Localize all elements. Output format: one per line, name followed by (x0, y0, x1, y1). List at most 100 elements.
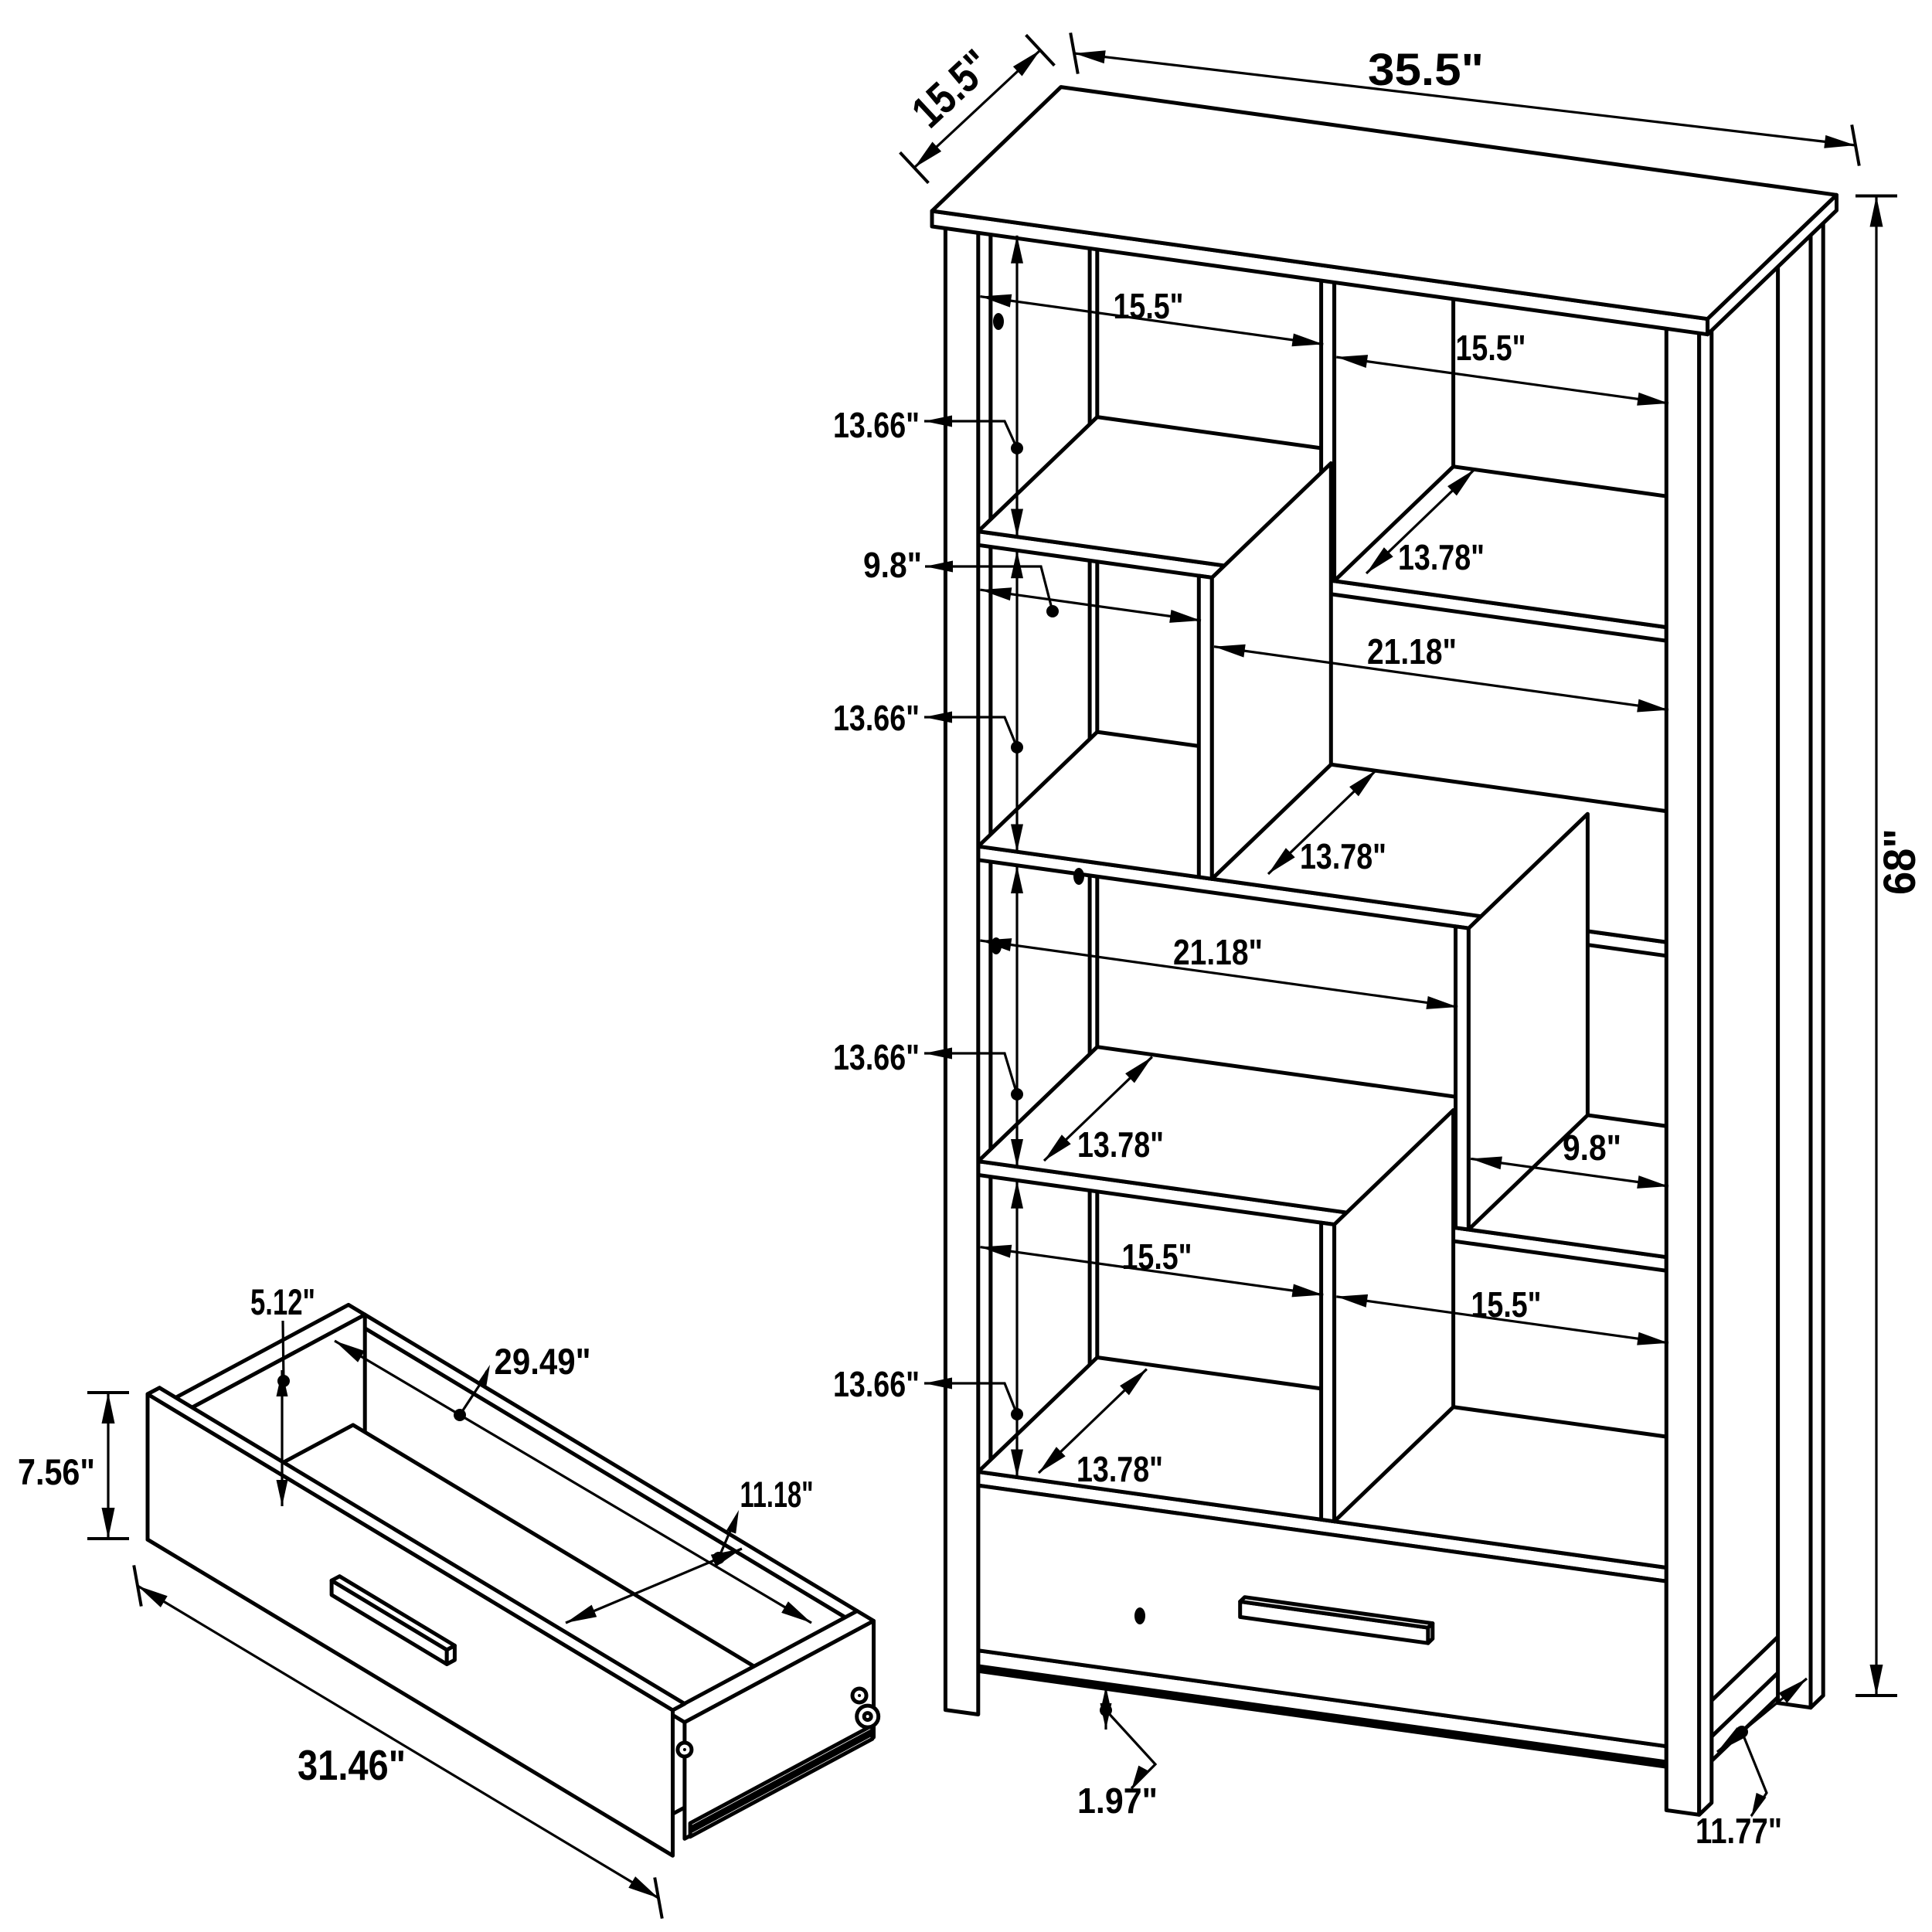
leader-line (924, 420, 1019, 449)
dimension-label: 15.5" (1122, 1236, 1192, 1277)
dimension-line (980, 295, 1324, 345)
dimension-line (1470, 1157, 1669, 1188)
arrowhead (980, 294, 1012, 308)
arrowhead (1214, 644, 1246, 658)
arrowhead (1074, 50, 1106, 64)
arrowhead (980, 938, 1012, 951)
leader-dot (1011, 442, 1023, 454)
dimension-line (1213, 645, 1669, 712)
row-height-label: 13.66" (833, 1364, 920, 1404)
arrowhead (726, 1510, 739, 1534)
dimension-label: 9.8" (1563, 1128, 1621, 1168)
dimension-label: 7.56" (18, 1451, 95, 1492)
dimension-label: 15.5" (902, 40, 1001, 138)
shelf-depth-label: 13.78" (1077, 1124, 1164, 1165)
arrowhead (1011, 1449, 1023, 1478)
arrowhead (1824, 134, 1855, 148)
leader-line (924, 716, 1019, 748)
screw-center (858, 1693, 862, 1697)
arrowhead (138, 1586, 168, 1607)
slide-rail-bar (688, 1729, 874, 1833)
dimension-tick (653, 1877, 664, 1919)
dimension-label: 15.5" (1456, 328, 1526, 368)
arrowhead (566, 1604, 597, 1623)
back-right-leg-front (1776, 216, 1813, 1710)
shelf-depth-label: 13.78" (1300, 836, 1386, 876)
arrowhead (1869, 196, 1883, 227)
arrowhead (1336, 1294, 1369, 1308)
dimension-line (1073, 52, 1856, 147)
arrowhead (1426, 996, 1458, 1009)
dimension-label: 15.5" (1114, 286, 1184, 326)
arrowhead (1291, 333, 1324, 347)
top-panel-right (1706, 192, 1838, 337)
arrowhead (1869, 1665, 1883, 1696)
handle-end (1426, 1621, 1435, 1645)
arrowhead (781, 1601, 811, 1623)
arrowhead (980, 587, 1012, 601)
dimension-tick (1025, 33, 1056, 67)
dimension-line (980, 1246, 1324, 1297)
row-height-label: 13.66" (833, 698, 920, 738)
arrowhead (335, 1341, 365, 1362)
arrowhead (1011, 235, 1023, 264)
arrowhead (914, 141, 942, 168)
arrowhead (1169, 610, 1201, 623)
leader-line (924, 1052, 1019, 1095)
dimension-line (334, 1339, 812, 1624)
arrowhead (1778, 1679, 1807, 1703)
leader-line (1104, 1709, 1158, 1790)
arrowhead (1131, 1765, 1148, 1790)
dimension-label: 5.12" (250, 1281, 315, 1322)
dimension-label: 1.97" (1077, 1781, 1158, 1821)
dimension-line (137, 1584, 659, 1900)
arrowhead (101, 1393, 115, 1423)
arrowhead (1011, 866, 1023, 893)
row-height-label: 13.66" (833, 1037, 920, 1077)
arrowhead (1120, 1369, 1147, 1396)
leader-line (281, 1320, 285, 1382)
back-right-leg-right (1808, 209, 1825, 1710)
arrowhead (1336, 355, 1369, 368)
dimension-line (980, 588, 1202, 622)
dimension-label: 31.46" (298, 1741, 406, 1789)
dimension-label: 68" (1875, 828, 1925, 895)
dimension-tick (899, 151, 930, 185)
arrowhead (101, 1508, 115, 1539)
arrowhead (1011, 550, 1023, 579)
arrowhead (1291, 1284, 1324, 1298)
dimension-label: 15.5" (1471, 1284, 1542, 1325)
arrowhead (1637, 1332, 1668, 1345)
arrowhead (1011, 824, 1023, 852)
dimension-line (1336, 1295, 1669, 1345)
dimension-tick (1069, 32, 1080, 74)
front-right-leg-front (1664, 324, 1702, 1817)
divider-row2-right (1209, 461, 1333, 881)
dimension-line (980, 939, 1458, 1009)
hardware-dot (1134, 1607, 1145, 1624)
leader-dot (1046, 605, 1059, 617)
arrowhead (1471, 1156, 1502, 1170)
dimension-label: 21.18" (1367, 631, 1457, 672)
arrowhead (1044, 1134, 1071, 1161)
arrowhead (1012, 50, 1040, 77)
leader-dot (1011, 1408, 1023, 1420)
screw-center (682, 1747, 686, 1751)
arrowhead (1637, 392, 1668, 406)
arrowhead (1349, 770, 1376, 797)
leader-line (924, 1382, 1019, 1415)
arrowhead (1125, 1056, 1152, 1083)
row-height-label: 13.66" (833, 405, 920, 445)
arrowhead (1637, 1175, 1668, 1189)
leader-line (925, 565, 1054, 612)
divider-row4-front (1319, 1220, 1337, 1524)
divider-row4-right (1332, 1108, 1456, 1524)
dimension-label: 9.8" (863, 545, 922, 585)
slide-roller-hub (862, 1711, 873, 1723)
divider-row3-front (1454, 924, 1471, 1232)
shelf-depth-label: 13.78" (1077, 1449, 1163, 1489)
arrowhead (980, 1244, 1012, 1258)
dimension-tick (132, 1565, 143, 1607)
